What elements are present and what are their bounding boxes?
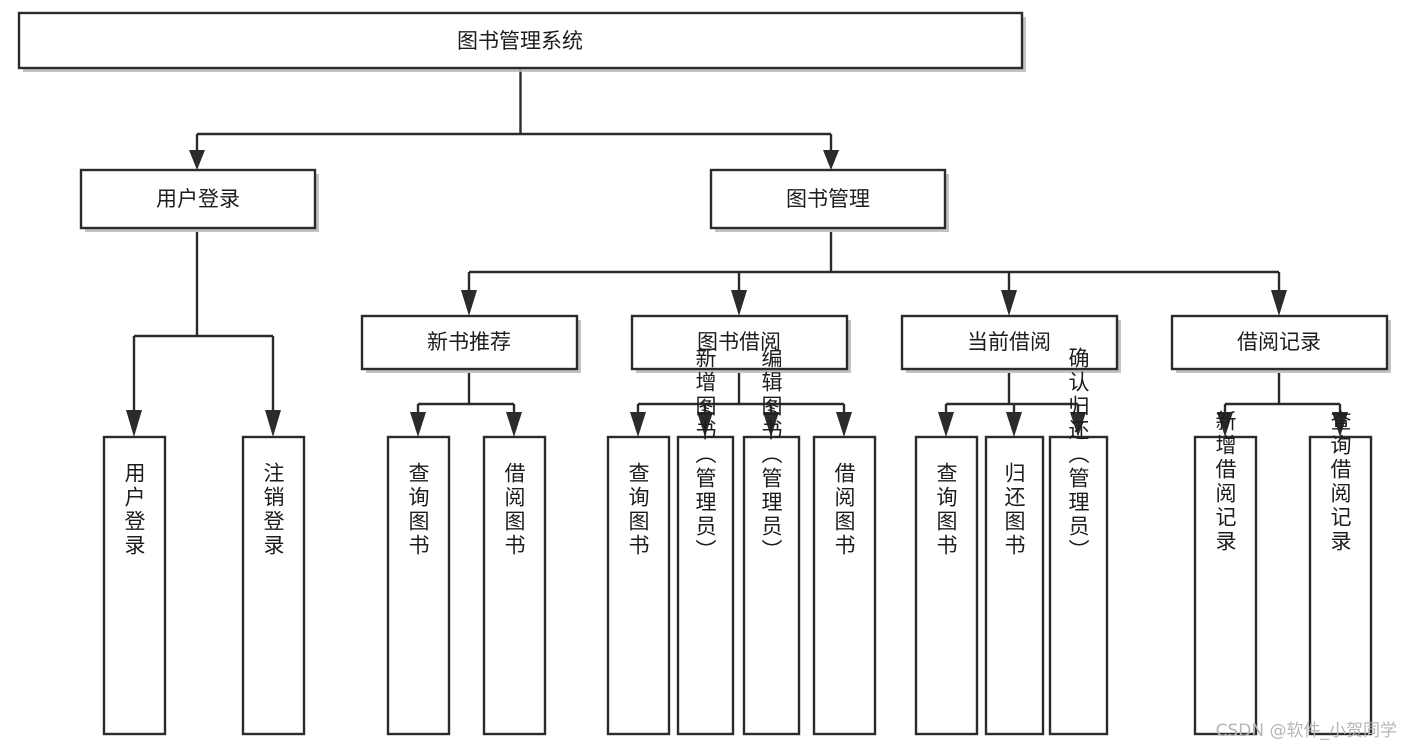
node-leaf-query-book-1[interactable]: 查询图书 bbox=[386, 435, 451, 736]
arrowhead-borrow-record bbox=[1271, 290, 1287, 316]
borrow-record-box bbox=[1170, 314, 1389, 371]
leaf-return-book-label: 归还图书 bbox=[1002, 462, 1026, 558]
leaf-edit-book-label: 编辑图书（管理员） bbox=[759, 347, 783, 563]
leaf-confirm-return-label: 确认归还（管理员） bbox=[1066, 347, 1090, 563]
root-box bbox=[17, 11, 1024, 70]
arrowhead-leaf-return-book bbox=[1006, 412, 1022, 437]
leaf-query-book-3-box bbox=[914, 435, 979, 736]
arrowhead-leaf-add-record bbox=[1217, 412, 1233, 437]
arrowhead-leaf-user-login bbox=[126, 410, 142, 437]
leaf-query-record-label: 查询借阅记录 bbox=[1328, 410, 1352, 554]
arrowhead-leaf-user-logout bbox=[265, 410, 281, 437]
arrowhead-leaf-query-record bbox=[1332, 412, 1348, 437]
node-root[interactable]: 图书管理系统 bbox=[17, 11, 1026, 72]
node-leaf-borrow-book-1[interactable]: 借阅图书 bbox=[482, 435, 547, 736]
arrowhead-leaf-edit-book bbox=[763, 412, 779, 437]
node-leaf-query-record[interactable]: 查询借阅记录 bbox=[1308, 410, 1373, 736]
arrowhead-book-borrow bbox=[731, 290, 747, 316]
leaf-user-login-box bbox=[102, 435, 167, 736]
node-new-book-rec[interactable]: 新书推荐 bbox=[360, 314, 581, 373]
leaf-borrow-book-2-label: 借阅图书 bbox=[832, 462, 856, 558]
node-leaf-add-record[interactable]: 新增借阅记录 bbox=[1193, 410, 1258, 736]
book-manage-box bbox=[709, 168, 947, 230]
new-book-rec-box bbox=[360, 314, 579, 371]
leaf-add-book-box bbox=[676, 435, 735, 736]
node-leaf-query-book-3[interactable]: 查询图书 bbox=[914, 435, 979, 736]
arrowhead-user-login bbox=[189, 150, 205, 170]
node-leaf-user-logout[interactable]: 注销登录 bbox=[241, 435, 306, 736]
root-label: 图书管理系统 bbox=[457, 29, 583, 53]
arrowhead-book-manage bbox=[823, 150, 839, 170]
leaf-query-book-3-label: 查询图书 bbox=[934, 462, 958, 558]
node-book-borrow[interactable]: 图书借阅 bbox=[630, 314, 851, 373]
current-borrow-box bbox=[900, 314, 1119, 371]
node-leaf-edit-book[interactable]: 编辑图书（管理员） bbox=[742, 347, 801, 736]
leaf-user-login-label: 用户登录 bbox=[122, 462, 146, 558]
leaf-borrow-book-1-label: 借阅图书 bbox=[502, 462, 526, 558]
node-leaf-user-login[interactable]: 用户登录 bbox=[102, 435, 167, 736]
book-borrow-box bbox=[630, 314, 849, 371]
current-borrow-label: 当前借阅 bbox=[967, 330, 1051, 354]
new-book-rec-label: 新书推荐 bbox=[427, 330, 511, 354]
arrowhead-leaf-query-book-1 bbox=[410, 412, 426, 437]
leaf-add-record-label: 新增借阅记录 bbox=[1213, 410, 1237, 554]
node-borrow-record[interactable]: 借阅记录 bbox=[1170, 314, 1391, 373]
book-borrow-label: 图书借阅 bbox=[697, 330, 781, 354]
node-leaf-query-book-2[interactable]: 查询图书 bbox=[606, 435, 671, 736]
arrowhead-leaf-query-book-2 bbox=[630, 412, 646, 437]
arrowhead-leaf-confirm-return bbox=[1070, 412, 1086, 437]
arrowhead-leaf-borrow-book-1 bbox=[506, 412, 522, 437]
arrowhead-leaf-query-book-3 bbox=[938, 412, 954, 437]
node-leaf-return-book[interactable]: 归还图书 bbox=[984, 435, 1045, 736]
user-login-box bbox=[79, 168, 317, 230]
leaf-borrow-book-2-box bbox=[812, 435, 877, 736]
borrow-record-label: 借阅记录 bbox=[1237, 330, 1321, 354]
leaf-edit-book-box bbox=[742, 435, 801, 736]
user-login-label: 用户登录 bbox=[156, 187, 240, 211]
leaf-query-book-1-box bbox=[386, 435, 451, 736]
arrowhead-current-borrow bbox=[1001, 290, 1017, 316]
leaf-query-book-2-box bbox=[606, 435, 671, 736]
arrowhead-leaf-borrow-book-2 bbox=[836, 412, 852, 437]
node-leaf-borrow-book-2[interactable]: 借阅图书 bbox=[812, 435, 877, 736]
edge-layer bbox=[126, 68, 1348, 437]
leaf-user-logout-box bbox=[241, 435, 306, 736]
leaf-return-book-box bbox=[984, 435, 1045, 736]
node-book-manage[interactable]: 图书管理 bbox=[709, 168, 949, 232]
leaf-query-book-2-label: 查询图书 bbox=[626, 462, 650, 558]
leaf-add-record-box bbox=[1193, 435, 1258, 736]
node-current-borrow[interactable]: 当前借阅 bbox=[900, 314, 1121, 373]
book-manage-label: 图书管理 bbox=[786, 187, 870, 211]
leaf-add-book-label: 新增图书（管理员） bbox=[693, 347, 717, 563]
leaf-borrow-book-1-box bbox=[482, 435, 547, 736]
leaf-confirm-return-box bbox=[1048, 435, 1109, 736]
node-user-login[interactable]: 用户登录 bbox=[79, 168, 319, 232]
leaf-query-book-1-label: 查询图书 bbox=[406, 462, 430, 558]
arrowhead-new-book-rec bbox=[461, 290, 477, 316]
leaf-user-logout-label: 注销登录 bbox=[261, 462, 285, 558]
leaf-query-record-box bbox=[1308, 435, 1373, 736]
node-leaf-add-book[interactable]: 新增图书（管理员） bbox=[676, 347, 735, 736]
node-leaf-confirm-return[interactable]: 确认归还（管理员） bbox=[1048, 347, 1109, 736]
arrowhead-leaf-add-book bbox=[697, 412, 713, 437]
